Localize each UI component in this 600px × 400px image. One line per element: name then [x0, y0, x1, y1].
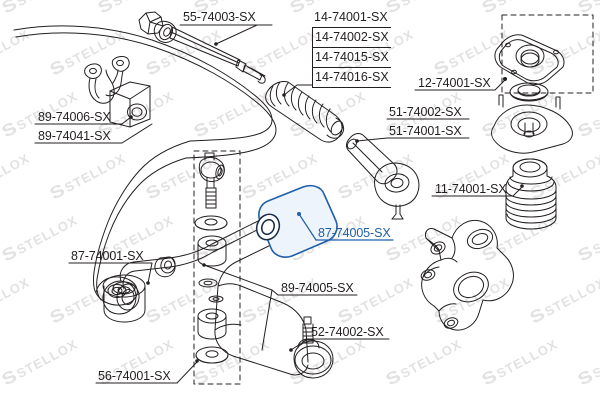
part-number-label-14-74016[interactable]: 14-74016-SX — [312, 68, 391, 88]
part-number-label-87-74001[interactable]: 87-74001-SX — [71, 249, 144, 263]
stabilizer-bar-bracket — [84, 56, 130, 104]
part-number-label-89-74041[interactable]: 89-74041-SX — [38, 129, 111, 143]
leader-87-74001 — [68, 262, 153, 284]
stabilizer-bushing — [109, 81, 151, 128]
leader-89-74005-b — [261, 289, 273, 351]
leader-14-740xx — [283, 84, 313, 96]
part-number-label-52-74002[interactable]: 52-74002-SX — [311, 325, 384, 339]
leader-89-74005-a — [203, 264, 273, 291]
part-number-label-14-74002[interactable]: 14-74002-SX — [312, 28, 391, 48]
leader-55-74003 — [215, 24, 273, 45]
part-number-label-55-74003[interactable]: 55-74003-SX — [183, 10, 256, 24]
part-number-label-14-74001[interactable]: 14-74001-SX — [312, 8, 391, 28]
leader-89-74006 — [34, 116, 132, 125]
part-number-label-11-74001[interactable]: 11-74001-SX — [435, 182, 507, 196]
control-arm-bushing-rear-core — [256, 213, 280, 241]
steering-rack-boot — [265, 81, 345, 143]
inner-tie-rod-axial-rod — [138, 11, 266, 84]
part-number-label-12-74001[interactable]: 12-74001-SX — [418, 76, 491, 90]
leader-lines — [34, 24, 524, 384]
part-number-label-56-74001[interactable]: 56-74001-SX — [98, 369, 171, 383]
part-number-label-51-74001[interactable]: 51-74001-SX — [389, 124, 462, 138]
part-number-label-89-74005[interactable]: 89-74005-SX — [281, 281, 354, 295]
part-number-label-89-74006[interactable]: 89-74006-SX — [38, 110, 111, 124]
stabilizer-link — [194, 152, 229, 364]
part-number-label-14-74015[interactable]: 14-74015-SX — [312, 48, 391, 68]
leader-11-74001 — [431, 185, 524, 197]
leader-12-74001 — [414, 79, 506, 91]
part-number-label-87-74005[interactable]: 87-74005-SX — [318, 226, 391, 240]
strut-bellow-dust-cover — [505, 158, 557, 230]
outer-tie-rod-end — [346, 133, 420, 220]
steering-knuckle — [420, 219, 514, 331]
leader-87-74005 — [298, 213, 317, 241]
strut-mount-highlight-box — [501, 14, 594, 94]
stabilizer-link-highlight-box — [193, 150, 241, 385]
part-number-label-51-74002[interactable]: 51-74002-SX — [389, 105, 462, 119]
strut-mount-exploded — [494, 34, 565, 102]
strut-mount-bracket — [491, 94, 573, 154]
control-arm-bushing-front — [102, 274, 146, 323]
